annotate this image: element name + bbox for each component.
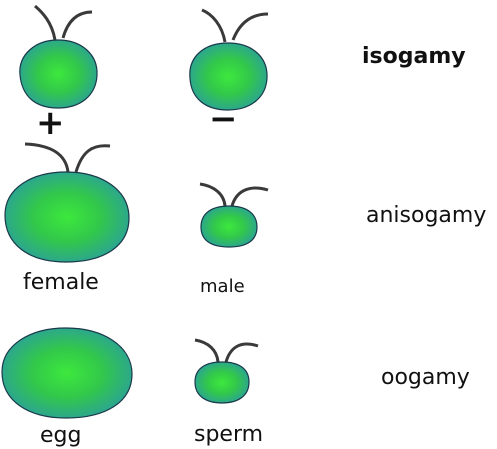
flagellum	[224, 342, 259, 363]
row-title-anisogamy: anisogamy	[366, 203, 487, 228]
cell-body	[200, 205, 258, 248]
flagellum	[230, 186, 269, 207]
male-gamete	[199, 182, 269, 248]
female-label: female	[23, 270, 99, 295]
flagellum	[74, 144, 111, 173]
male-label: male	[200, 276, 245, 297]
flagellum	[194, 338, 220, 363]
flagellum	[231, 12, 269, 41]
cell-body	[4, 171, 130, 263]
sperm-gamete	[194, 338, 259, 404]
female-gamete	[4, 142, 130, 263]
cell-body	[194, 361, 250, 404]
isogamy-minus-gamete	[189, 8, 269, 111]
row-title-isogamy: isogamy	[362, 44, 466, 69]
cell-body	[189, 42, 268, 111]
plus-sign: +	[36, 103, 65, 143]
minus-sign: −	[209, 99, 238, 139]
flagellum	[34, 4, 57, 41]
egg-label: egg	[40, 423, 82, 448]
egg-gamete	[1, 327, 133, 419]
sperm-label: sperm	[194, 422, 264, 447]
flagellum	[201, 8, 227, 43]
isogamy-plus-gamete	[19, 4, 98, 109]
flagellum	[24, 142, 70, 173]
row-title-oogamy: oogamy	[381, 365, 470, 390]
flagellum	[199, 182, 227, 207]
flagellum	[61, 10, 93, 39]
cell-body	[19, 39, 98, 109]
cell-body	[1, 327, 133, 419]
